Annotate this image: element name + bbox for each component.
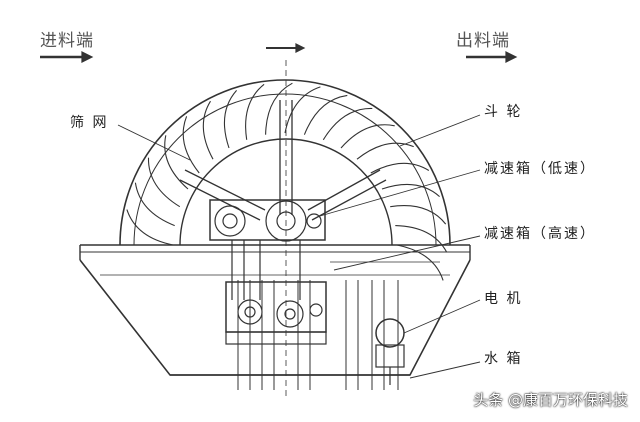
bucket-blade xyxy=(396,244,444,281)
bucket-blade xyxy=(381,183,440,198)
bucket-blade xyxy=(322,107,373,141)
bucket-blade xyxy=(395,225,448,253)
bucket-blade xyxy=(303,94,348,135)
reducer-high-speed xyxy=(225,281,327,345)
bucket-blade xyxy=(147,157,181,208)
bucket-wheel-outline xyxy=(119,79,451,246)
bucket-blade xyxy=(284,86,321,134)
inlet-arrow xyxy=(40,51,94,63)
leader-lines xyxy=(117,114,481,379)
water-tank-label: 水 箱 xyxy=(484,351,523,367)
inlet-label: 进料端 xyxy=(40,31,94,51)
screen-label: 筛 网 xyxy=(70,115,109,131)
watermark: 头条 @康百万环保科技 xyxy=(473,391,628,409)
bucket-blade xyxy=(245,83,265,140)
bucket-blade xyxy=(126,209,174,246)
bucket-blade xyxy=(182,116,200,174)
bucket-wheel-inner-rim xyxy=(133,93,437,246)
reducer-low-label: 减速箱（低速） xyxy=(484,161,596,177)
bucket-blade xyxy=(370,162,430,174)
bucket-blade xyxy=(134,182,175,227)
wheel-spokes xyxy=(179,100,387,221)
support-posts xyxy=(237,280,399,390)
bucket-blade xyxy=(223,90,238,149)
motor-label: 电 机 xyxy=(484,291,523,307)
outlet-label: 出料端 xyxy=(456,31,510,51)
bucket-blades xyxy=(126,82,448,281)
outlet-arrow xyxy=(466,51,518,63)
bucket-blade xyxy=(164,135,189,190)
reducer-low-speed xyxy=(209,199,326,300)
tank-body xyxy=(79,244,471,376)
bucket-wheel-label: 斗 轮 xyxy=(484,104,523,120)
bucket-blade xyxy=(390,205,447,225)
bucket-blade xyxy=(202,100,214,160)
bucket-blade xyxy=(340,124,395,149)
rotation-arrow xyxy=(266,43,306,53)
bucket-blade xyxy=(356,142,414,160)
bucket-blade xyxy=(265,82,293,135)
reducer-high-label: 减速箱（高速） xyxy=(484,226,596,242)
screen-mesh-ring xyxy=(179,138,393,246)
